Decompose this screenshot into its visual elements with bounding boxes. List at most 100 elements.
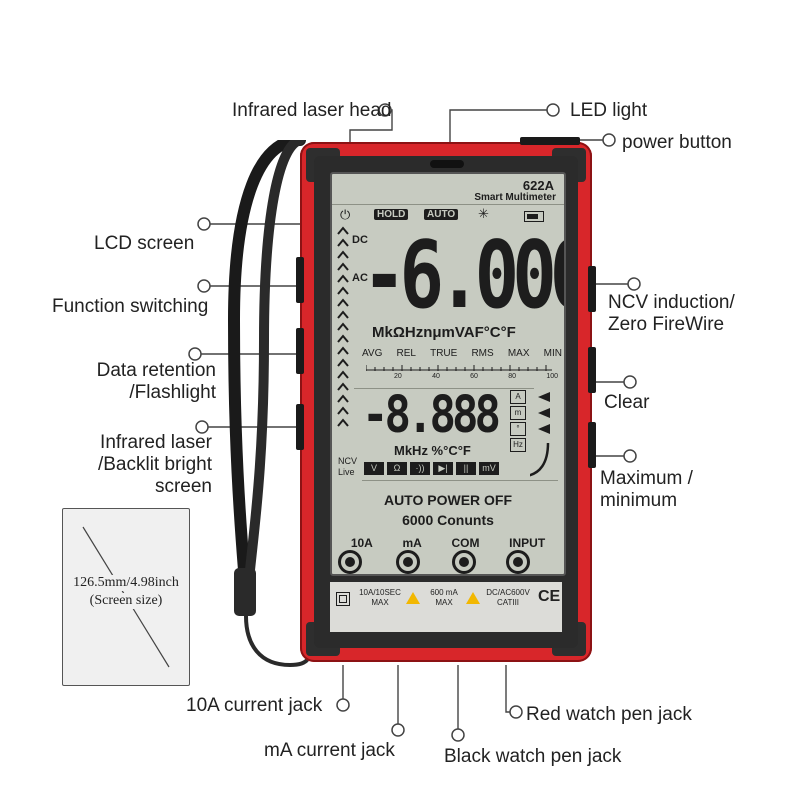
jack-label-ma: mA: [402, 536, 422, 550]
live-indicator: Live: [338, 467, 355, 477]
jack-label-10a: 10A: [350, 536, 373, 550]
sub-display-divider: [354, 388, 534, 389]
callout-power-button: power button: [622, 132, 732, 153]
mode-max: MAX: [507, 348, 530, 359]
spec-ma-line1: 600 mA: [430, 588, 458, 597]
function-icons-row: V Ω ·)) ▶| || mV: [364, 462, 499, 476]
spec-strip: 10A/10SEC MAX 600 mA MAX DC/AC600V CATII…: [330, 582, 562, 632]
screen-size-dims: 126.5mm/4.98inch: [63, 575, 189, 591]
callout-10a-jack: 10A current jack: [186, 695, 323, 716]
unit-icon-ma: m: [510, 406, 526, 420]
power-icon: ⏻: [340, 207, 351, 222]
callout-dot-function: [197, 279, 211, 293]
callout-data-retention-line2: /Flashlight: [129, 382, 216, 403]
callout-ma-jack: mA current jack: [264, 740, 395, 761]
spec-ma-line2: MAX: [435, 598, 453, 607]
diode-icon: ▶|: [433, 462, 453, 475]
jack-ma-socket[interactable]: [396, 550, 420, 574]
unit-icon-hz: Hz: [510, 438, 526, 452]
max-min-button[interactable]: [588, 422, 596, 468]
double-insulation-icon: [336, 592, 350, 606]
callout-lcd-screen: LCD screen: [94, 233, 195, 254]
lcd-screen: 622A Smart Multimeter ⏻ HOLD AUTO ✳ DC A…: [330, 172, 566, 576]
model-label: 622A: [522, 178, 554, 193]
ce-mark: CE: [538, 588, 561, 605]
callout-dot-ma: [391, 723, 405, 737]
unit-icon-temp: °: [510, 422, 526, 436]
callout-function-switching: Function switching: [52, 296, 209, 317]
jack-input-socket[interactable]: [506, 550, 530, 574]
spec-voltage-line2: CATIII: [496, 598, 520, 607]
callout-dot-10a: [336, 698, 350, 712]
scale-tick-60: 60: [470, 373, 478, 380]
right-chevrons: [530, 392, 550, 477]
callout-clear: Clear: [604, 392, 650, 413]
ohm-icon: Ω: [387, 462, 407, 475]
callout-max-min-line1: Maximum /: [600, 468, 693, 489]
data-retention-button[interactable]: [296, 328, 304, 374]
main-reading: -6.000: [362, 222, 566, 330]
callout-dot-backlit: [195, 420, 209, 434]
multimeter-device: 622A Smart Multimeter ⏻ HOLD AUTO ✳ DC A…: [296, 137, 596, 662]
warning-icon-1: [406, 592, 420, 604]
function-switch-button[interactable]: [296, 257, 304, 303]
callout-dot-black: [451, 728, 465, 742]
ncv-indicator: NCV: [338, 456, 358, 466]
callout-dot-maxmin: [623, 449, 637, 463]
dc-indicator: DC: [352, 234, 368, 246]
unit-icon-a: A: [510, 390, 526, 404]
counts-text: 6000 Conunts: [402, 512, 494, 528]
callout-black-jack: Black watch pen jack: [444, 746, 622, 767]
bargraph-chevrons: [337, 226, 349, 427]
capacitor-icon: ||: [456, 462, 476, 475]
battery-icon: [524, 211, 544, 222]
callout-dot-red: [509, 705, 523, 719]
ac-indicator: AC: [352, 272, 368, 284]
spec-voltage: DC/AC600V CATIII: [480, 588, 536, 608]
continuity-icon: ·)): [410, 462, 430, 475]
hold-indicator: HOLD: [374, 209, 409, 220]
scale-tick-80: 80: [508, 373, 517, 380]
callout-data-retention: Data retention /Flashlight: [88, 360, 216, 404]
spec-10a-line2: MAX: [371, 598, 389, 607]
led-light-window: [430, 160, 464, 168]
ncv-button[interactable]: [588, 266, 596, 312]
sub-reading: -8.888: [362, 386, 501, 445]
unit-icons-column: A m ° Hz: [510, 390, 526, 452]
scale-tick-20: 20: [394, 373, 402, 380]
callout-dot-led: [546, 103, 560, 117]
callout-dot-lcd: [197, 217, 211, 231]
scale-tick-100: 100: [546, 373, 558, 380]
callout-max-min: Maximum / minimum: [600, 468, 693, 512]
model-subtitle: Smart Multimeter: [474, 192, 556, 203]
scale-tick-40: 40: [432, 373, 440, 380]
callout-ncv-line1: NCV induction/: [608, 292, 735, 313]
callout-infrared-backlit-line2: /Backlit bright: [97, 454, 212, 475]
jack-labels-row: 10A mA COM INPUT: [336, 536, 560, 550]
analog-scale: [366, 365, 552, 371]
spec-ma: 600 mA MAX: [422, 588, 466, 608]
callout-red-jack: Red watch pen jack: [526, 704, 692, 725]
power-button[interactable]: [520, 137, 580, 145]
infrared-backlight-button[interactable]: [296, 404, 304, 450]
jack-10a-socket[interactable]: [338, 550, 362, 574]
voltage-icon: V: [364, 462, 384, 475]
callout-led-light: LED light: [570, 100, 648, 121]
clear-button[interactable]: [588, 347, 596, 393]
scale-ticks: 20 40 60 80 100: [394, 373, 558, 380]
callout-dot-data-retention: [188, 347, 202, 361]
sub-units: MkHz %°C°F: [394, 443, 471, 458]
spec-voltage-line1: DC/AC600V: [486, 588, 530, 597]
jack-com-socket[interactable]: [452, 550, 476, 574]
callout-infrared-backlit-line1: Infrared laser: [100, 432, 212, 453]
warning-icon-2: [466, 592, 480, 604]
jack-label-com: COM: [451, 536, 480, 550]
units-row: MkΩHznμmVAF°C°F: [372, 324, 516, 341]
callout-dot-laser-head: [378, 103, 392, 117]
callout-infrared-backlit-line3: screen: [154, 476, 212, 497]
jack-label-input: INPUT: [509, 536, 546, 550]
callout-dot-ncv: [627, 277, 641, 291]
mode-rel: REL: [396, 348, 416, 359]
spec-10a: 10A/10SEC MAX: [354, 588, 406, 608]
